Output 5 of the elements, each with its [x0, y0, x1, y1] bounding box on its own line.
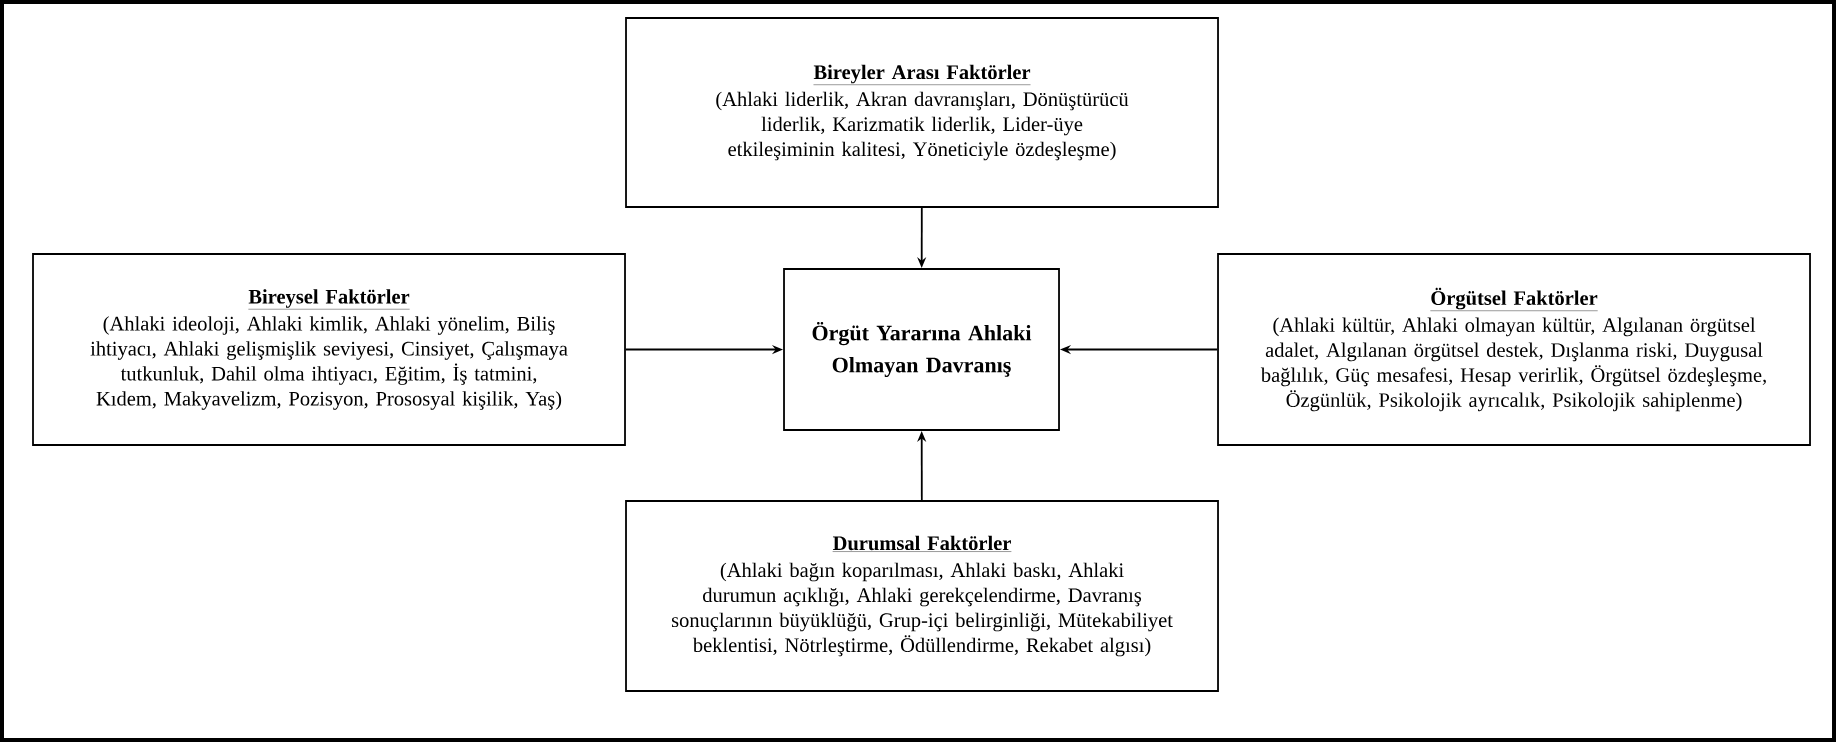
factor-box: Bireysel Faktörler (Ahlaki ideoloji, Ahlaki kimlik, Ahlaki yönelim, Biliş ihtiyacı, Ahlaki gelişmişlik seviyesi, Cinsiyet, Çalışmaya tutkunluk, Dahil olma ihtiyacı, Eğitim, İş tatmini, Kıdem, Makyavelizm, Pozisyon, Prososyal kişilik, Yaş): [32, 253, 626, 446]
outcome-box: Örgüt Yararına Ahlaki Olmayan Davranış: [783, 268, 1060, 431]
factor-box: Durumsal Faktörler (Ahlaki bağın koparılması, Ahlaki baskı, Ahlaki durumun açıklığı, Ahlaki gerekçelendirme, Davranış sonuçlarının büyüklüğü, Grup-içi belirginliği, Mütekabiliyet beklentisi, Nötrleştirme, Ödüllendirme, Rekabet algısı): [625, 500, 1219, 692]
factor-box: Bireyler Arası Faktörler (Ahlaki liderlik, Akran davranışları, Dönüştürücü liderlik, Karizmatik liderlik, Lider-üye etkileşiminin kalitesi, Yöneticiyle özdeşleşme): [625, 17, 1219, 208]
factor-box: Örgütsel Faktörler (Ahlaki kültür, Ahlaki olmayan kültür, Algılanan örgütsel adalet, Algılanan örgütsel destek, Dışlanma riski, Duygusal bağlılık, Güç mesafesi, Hesap verirlik, Örgütsel özdeşleşme, Özgünlük, Psikolojik ayrıcalık, Psikolojik sahiplenme): [1217, 253, 1811, 446]
